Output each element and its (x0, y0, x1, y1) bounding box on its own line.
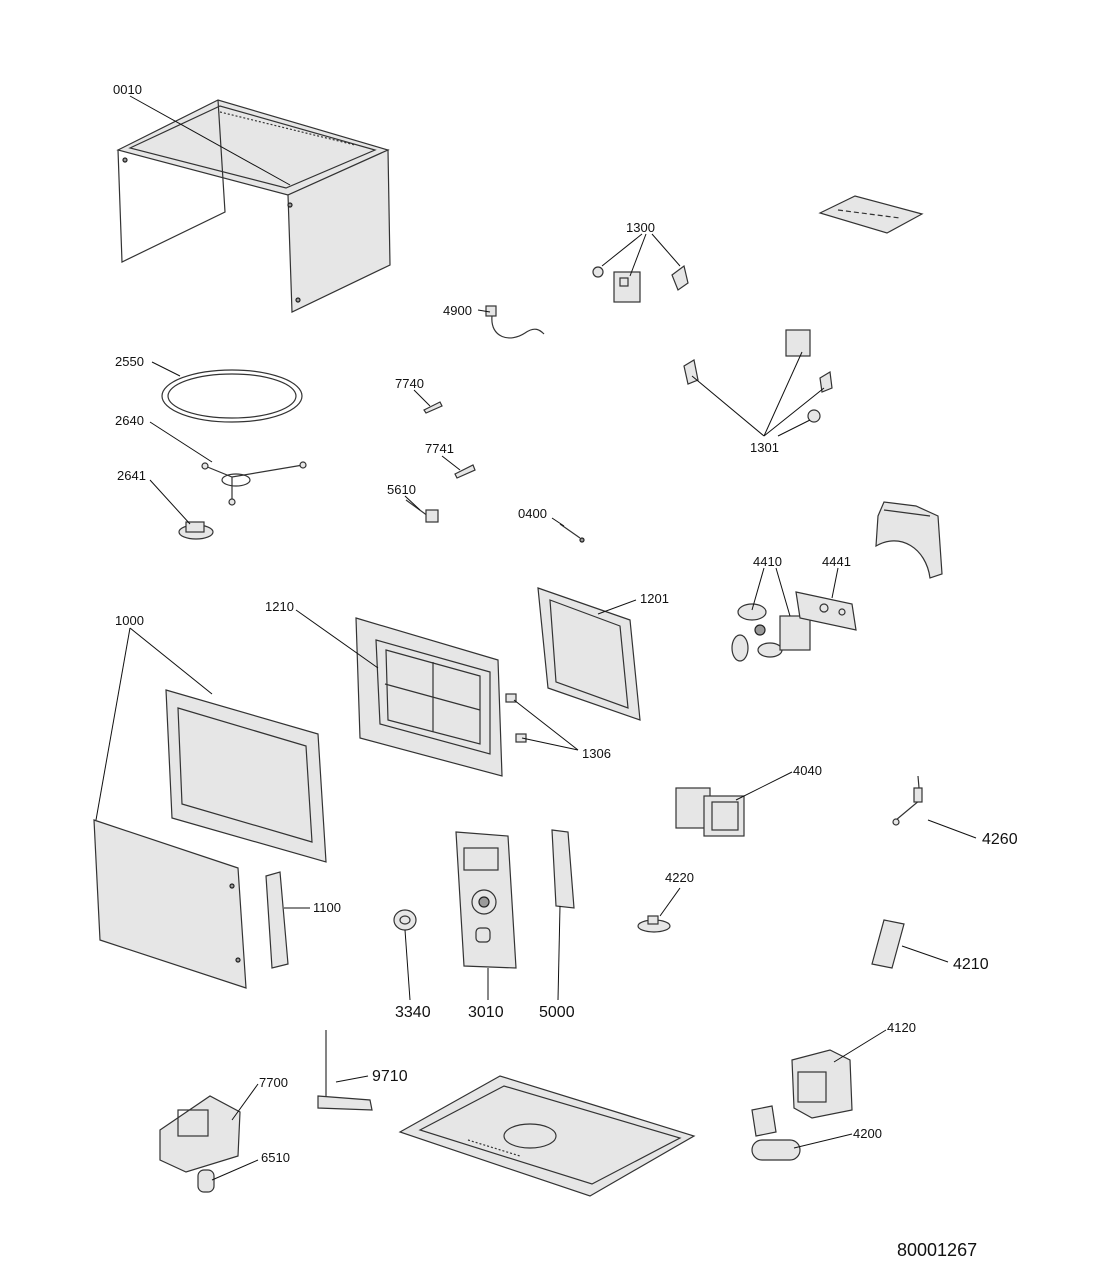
label-1000: 1000 (115, 613, 144, 628)
label-4220: 4220 (665, 870, 694, 885)
document-id: 80001267 (897, 1240, 977, 1260)
part-4200-capacitor (751, 1105, 801, 1161)
label-4210: 4210 (953, 956, 989, 973)
part-3340-knob (393, 909, 417, 931)
label-2641: 2641 (117, 468, 146, 483)
label-4410: 4410 (753, 554, 782, 569)
part-7740-clip (423, 401, 443, 414)
part-1000-door (93, 689, 327, 989)
label-1300: 1300 (626, 220, 655, 235)
base-tray (398, 1075, 696, 1197)
part-1301-switch-set (683, 329, 833, 423)
part-1210-door-frame (355, 617, 503, 777)
part-2640-turntable-support (201, 461, 307, 506)
label-4900: 4900 (443, 303, 472, 318)
part-2641-coupler (178, 521, 214, 540)
label-4200: 4200 (853, 1126, 882, 1141)
part-1100-handle (265, 871, 289, 969)
part-4220-sensor (637, 915, 671, 933)
label-1201: 1201 (640, 591, 669, 606)
label-4260: 4260 (982, 831, 1018, 848)
label-4441: 4441 (822, 554, 851, 569)
label-7741: 7741 (425, 441, 454, 456)
part-2550-roller-ring (161, 369, 303, 423)
label-2550: 2550 (115, 354, 144, 369)
label-7740: 7740 (395, 376, 424, 391)
part-1300-switch-set (592, 264, 689, 303)
part-0010-cabinet (116, 99, 391, 313)
part-4260-sensor-lead (892, 775, 923, 826)
part-4900-cable (485, 305, 545, 339)
label-3010: 3010 (468, 1004, 504, 1021)
part-4410-fan (731, 603, 811, 662)
air-duct (875, 501, 943, 579)
part-9710-bracket (317, 1030, 373, 1111)
label-1301: 1301 (750, 440, 779, 455)
label-4040: 4040 (793, 763, 822, 778)
part-5610-sensor (405, 499, 439, 523)
part-7741-clip (454, 464, 476, 479)
part-5000-membrane (551, 829, 575, 909)
part-4040-transformer (675, 787, 745, 837)
part-4441-bracket (795, 591, 857, 631)
part-4210-board (871, 919, 905, 969)
label-6510: 6510 (261, 1150, 290, 1165)
label-5610: 5610 (387, 482, 416, 497)
label-0010: 0010 (113, 82, 142, 97)
label-9710: 9710 (372, 1068, 408, 1085)
label-1306: 1306 (582, 746, 611, 761)
top-right-plate (818, 195, 924, 234)
label-0400: 0400 (518, 506, 547, 521)
part-labels: 0010 1300 4900 2550 7740 2640 7741 1301 … (113, 82, 1018, 1260)
label-1100: 1100 (313, 900, 341, 915)
label-1210: 1210 (265, 599, 294, 614)
part-4120-hv-transformer (791, 1049, 853, 1119)
part-1201-choke-frame (537, 587, 641, 721)
part-3010-control-panel (455, 831, 517, 969)
label-2640: 2640 (115, 413, 144, 428)
label-5000: 5000 (539, 1004, 575, 1021)
part-7700-magnetron (159, 1095, 241, 1173)
label-7700: 7700 (259, 1075, 288, 1090)
part-1306-hooks (505, 693, 527, 743)
label-4120: 4120 (887, 1020, 916, 1035)
part-6510-lamp (197, 1169, 215, 1193)
leader-lines (95, 95, 977, 1181)
label-3340: 3340 (395, 1004, 431, 1021)
part-0400-screw (559, 523, 585, 543)
